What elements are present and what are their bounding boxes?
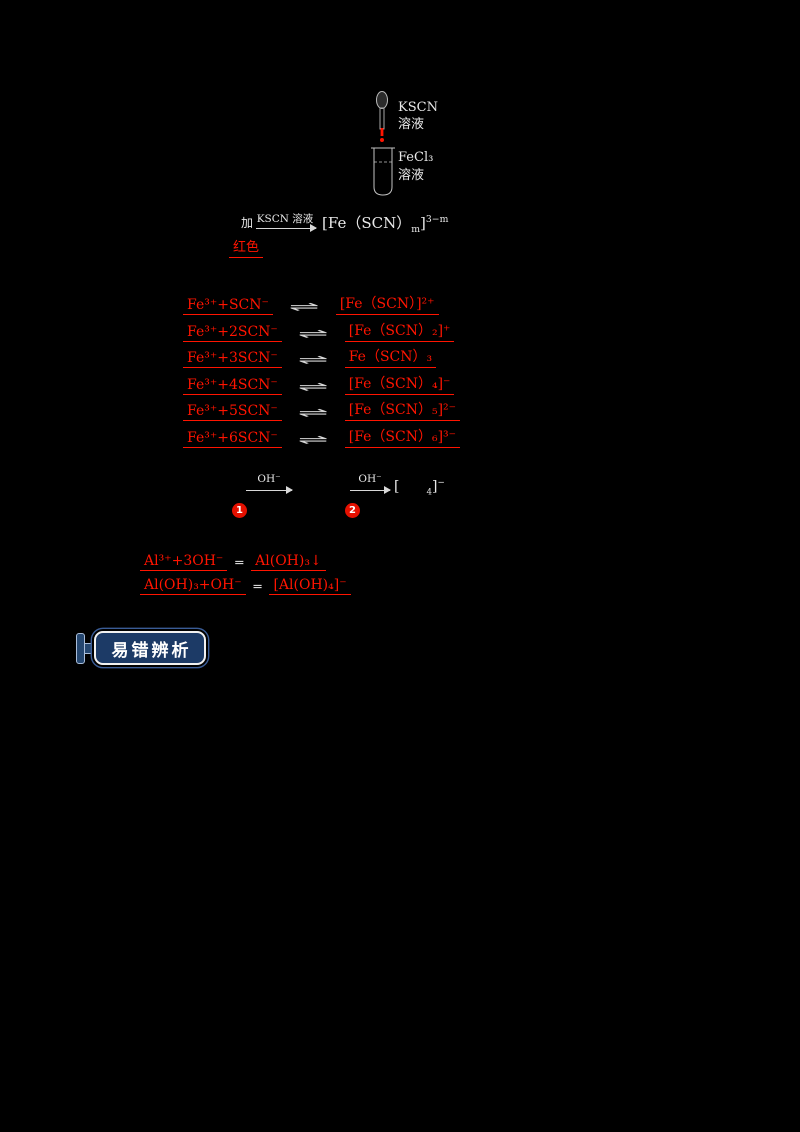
color-answer: 红色 — [229, 240, 264, 258]
al-equation-right: [Al(OH)₄]⁻ — [269, 577, 351, 595]
equilibrium-right: Fe（SCN）₃ — [344, 346, 437, 368]
equilibrium-right: [Fe（SCN）₆]³⁻ — [344, 426, 461, 448]
reaction-arrow — [256, 222, 317, 235]
equilibrium-row: Fe³⁺+4SCN⁻ ⇌ [Fe（SCN）₄]⁻ — [183, 373, 455, 395]
test-tube-icon — [371, 147, 395, 196]
falling-drop — [380, 138, 384, 142]
equals-sign: ═ — [253, 580, 262, 595]
tube-label-line2: 溶液 — [398, 168, 425, 183]
equilibrium-left: Fe³⁺+3SCN⁻ — [183, 350, 282, 368]
equilibrium-left: Fe³⁺+6SCN⁻ — [183, 430, 282, 448]
dropper-label-line1: KSCN — [398, 100, 438, 115]
hydroxide-product-subscript: 4 — [426, 487, 432, 498]
equilibrium-right: [Fe（SCN）₂]⁺ — [344, 320, 455, 342]
product-formula: [Fe（SCN）m]3−m — [322, 212, 448, 235]
al-equation-right: Al(OH)₃↓ — [251, 553, 326, 571]
al-equation-row: Al(OH)₃+OH⁻ ═ [Al(OH)₄]⁻ — [140, 577, 351, 595]
equals-sign: ═ — [235, 556, 244, 571]
tube-label-line1: FeCl₃ — [398, 150, 434, 165]
dropper-label-line2: 溶液 — [398, 117, 425, 132]
product-close: ] — [420, 214, 426, 232]
hydroxide-arrow-2-label: OH⁻ — [358, 473, 382, 485]
hydroxide-arrow-1-label: OH⁻ — [257, 473, 281, 485]
badge-pin-icon — [76, 633, 85, 664]
hydroxide-product-superscript: − — [437, 478, 445, 488]
product-superscript: 3−m — [425, 214, 449, 225]
equilibrium-row: Fe³⁺+3SCN⁻ ⇌ Fe（SCN）₃ — [183, 346, 437, 368]
product-subscript: m — [411, 224, 421, 235]
section-badge: 易错辨析 — [94, 631, 206, 665]
equilibrium-left: Fe³⁺+SCN⁻ — [183, 297, 273, 315]
apparatus-figure — [371, 91, 395, 196]
equilibrium-right: [Fe（SCN）]²⁺ — [335, 293, 439, 315]
equilibrium-row: Fe³⁺+2SCN⁻ ⇌ [Fe（SCN）₂]⁺ — [183, 320, 455, 342]
hydroxide-arrow-2 — [350, 484, 391, 497]
equilibrium-arrow: ⇌ — [289, 300, 320, 315]
equilibrium-arrow: ⇌ — [298, 380, 329, 395]
equilibrium-left: Fe³⁺+5SCN⁻ — [183, 403, 282, 421]
equilibrium-arrow: ⇌ — [298, 353, 329, 368]
equilibrium-left: Fe³⁺+4SCN⁻ — [183, 377, 282, 395]
hydroxide-product-close: ] — [432, 478, 438, 495]
equilibrium-row: Fe³⁺+SCN⁻ ⇌ [Fe（SCN）]²⁺ — [183, 293, 439, 315]
step-mark-1: 1 — [232, 503, 247, 518]
badge-pin-connector — [85, 643, 95, 654]
step-mark-2: 2 — [345, 503, 360, 518]
equilibrium-arrow: ⇌ — [298, 406, 329, 421]
al-equation-row: Al³⁺+3OH⁻ ═ Al(OH)₃↓ — [140, 553, 326, 571]
al-equation-left: Al(OH)₃+OH⁻ — [140, 577, 246, 595]
hydroxide-product-fragment: [4]− — [394, 478, 445, 497]
pre-arrow-text: 加 — [241, 216, 254, 230]
section-badge-label: 易错辨析 — [111, 640, 192, 661]
dropper-icon — [376, 91, 388, 142]
equilibrium-arrow: ⇌ — [298, 433, 329, 448]
hydroxide-product-open: [ — [394, 478, 400, 495]
hydroxide-arrow-1 — [246, 484, 293, 497]
dropper-liquid — [380, 128, 384, 136]
equilibrium-row: Fe³⁺+6SCN⁻ ⇌ [Fe（SCN）₆]³⁻ — [183, 426, 461, 448]
equilibrium-left: Fe³⁺+2SCN⁻ — [183, 324, 282, 342]
reaction-arrow-label: KSCN 溶液 — [256, 213, 314, 225]
equilibrium-right: [Fe（SCN）₅]²⁻ — [344, 399, 461, 421]
equilibrium-right: [Fe（SCN）₄]⁻ — [344, 373, 455, 395]
product-open: [Fe（SCN） — [322, 214, 412, 232]
equilibrium-row: Fe³⁺+5SCN⁻ ⇌ [Fe（SCN）₅]²⁻ — [183, 399, 461, 421]
equilibrium-arrow: ⇌ — [298, 327, 329, 342]
al-equation-left: Al³⁺+3OH⁻ — [140, 553, 228, 571]
